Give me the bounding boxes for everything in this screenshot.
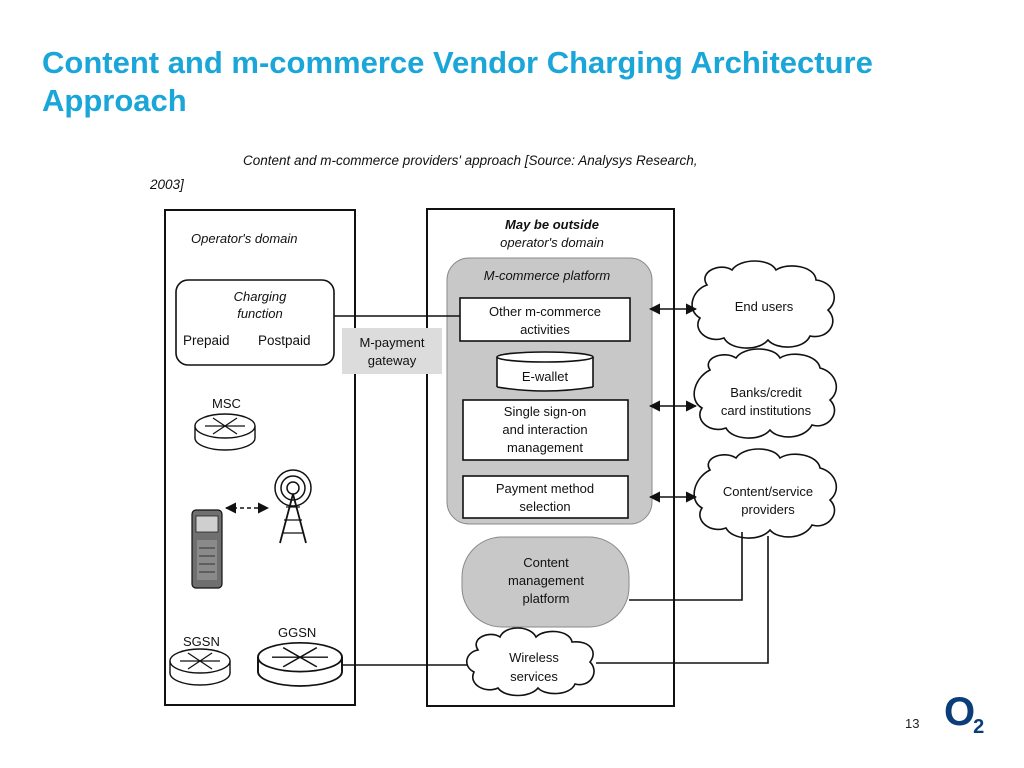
charging-function-title-line-2: function — [237, 306, 283, 321]
content-providers-line-1: Content/service — [723, 484, 813, 499]
end-users-label: End users — [735, 299, 794, 314]
logo-letter: O — [944, 690, 976, 734]
charging-architecture-diagram: Content and m-commerce providers' approa… — [149, 153, 838, 707]
outside-domain-label-line-2: operator's domain — [500, 235, 604, 250]
wireless-services-line-2: services — [510, 669, 558, 684]
single-sign-on-line-1: Single sign-on — [504, 404, 586, 419]
single-sign-on-box — [462, 399, 629, 461]
msc-router-icon — [194, 413, 256, 451]
antenna-tower-icon — [274, 469, 312, 544]
other-activities-line-1: Other m-commerce — [489, 304, 601, 319]
content-management-line-1: Content — [523, 555, 569, 570]
content-mgmt-to-providers-line — [629, 532, 743, 601]
ggsn-router-icon — [257, 641, 343, 687]
single-sign-on-line-3: management — [507, 440, 583, 455]
wireless-to-providers-line — [596, 536, 769, 664]
charging-function-box — [175, 279, 335, 366]
msc-label: MSC — [212, 396, 241, 411]
mobile-phone-icon — [191, 509, 223, 589]
sgsn-label: SGSN — [183, 634, 220, 649]
banks-line-2: card institutions — [721, 403, 812, 418]
logo-subscript: 2 — [973, 716, 985, 738]
content-providers-cloud — [693, 448, 838, 539]
operator-domain-label: Operator's domain — [191, 231, 298, 246]
payment-method-line-1: Payment method — [496, 481, 594, 496]
content-management-line-2: management — [508, 573, 584, 588]
wireless-services-line-1: Wireless — [509, 650, 559, 665]
postpaid-label: Postpaid — [258, 333, 311, 348]
o2-logo: O2 — [944, 690, 984, 738]
content-management-line-3: platform — [523, 591, 570, 606]
mpayment-gateway-line-2: gateway — [368, 353, 417, 368]
banks-line-1: Banks/credit — [730, 385, 802, 400]
payment-method-line-2: selection — [519, 499, 570, 514]
slide-title: Content and m-commerce Vendor Charging A… — [42, 44, 1002, 120]
prepaid-label: Prepaid — [183, 333, 230, 348]
other-activities-box — [459, 297, 631, 342]
mcommerce-platform-label: M-commerce platform — [484, 268, 611, 283]
slide-title-line-1: Content and m-commerce Vendor Charging A… — [42, 45, 873, 80]
mpayment-gateway-line-1: M-payment — [359, 335, 424, 350]
end-users-cloud — [691, 260, 836, 349]
wireless-services-cloud — [466, 627, 595, 697]
banks-cloud — [693, 348, 838, 439]
content-providers-line-2: providers — [741, 502, 795, 517]
page-number: 13 — [905, 716, 920, 731]
diagram-caption-line-2: 2003] — [149, 177, 185, 192]
content-management-box — [461, 536, 630, 628]
mpayment-gateway-box — [342, 328, 442, 374]
diagram-caption-line-1: Content and m-commerce providers' approa… — [243, 153, 698, 168]
sgsn-router-icon — [169, 648, 231, 686]
charging-function-title-line-1: Charging — [234, 289, 288, 304]
outside-domain-label-line-1: May be outside — [505, 217, 599, 232]
slide-title-line-2: Approach — [42, 83, 187, 118]
ewallet-cylinder — [496, 351, 594, 392]
other-activities-line-2: activities — [520, 322, 570, 337]
payment-method-box — [462, 475, 629, 519]
ewallet-label: E-wallet — [522, 369, 569, 384]
single-sign-on-line-2: and interaction — [502, 422, 587, 437]
ggsn-label: GGSN — [278, 625, 316, 640]
